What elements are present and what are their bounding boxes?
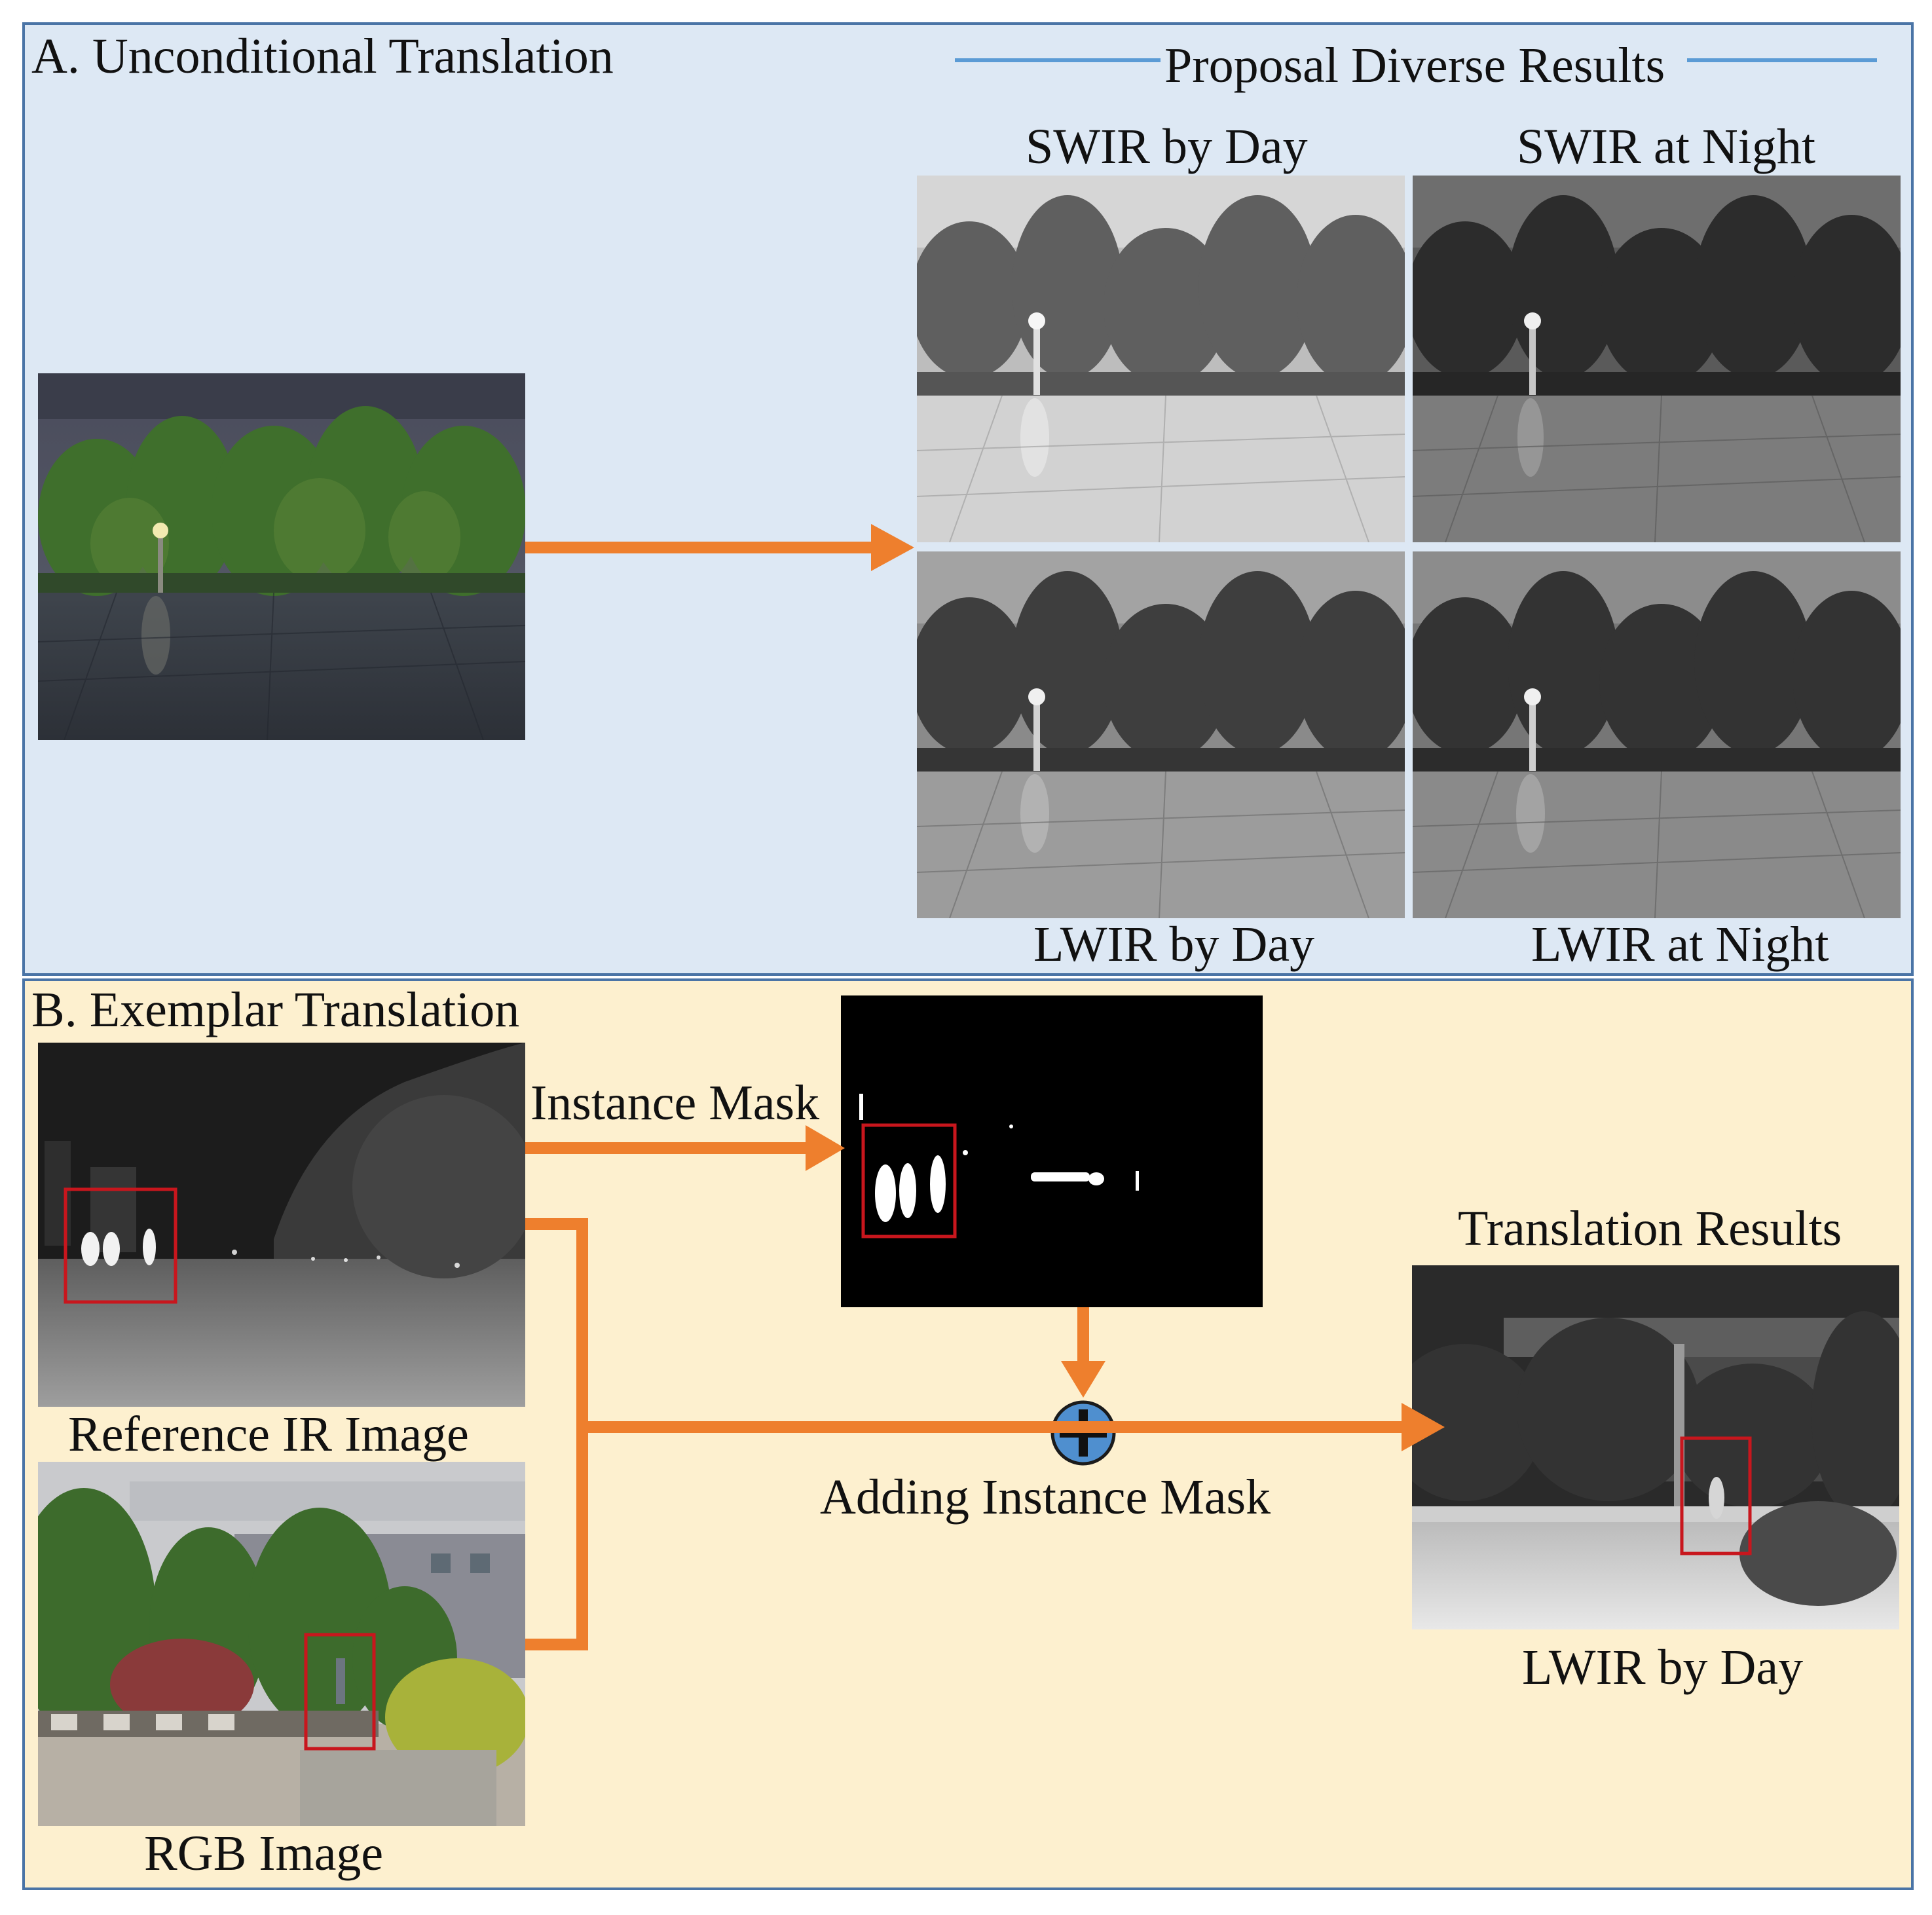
result-label-lwir-day: LWIR by Day xyxy=(1033,917,1315,972)
results-heading: Proposal Diverse Results xyxy=(1164,38,1665,93)
panel-b-title: B. Exemplar Translation xyxy=(31,982,520,1037)
result-image-lwir-night xyxy=(1413,551,1901,918)
result-image-swir-day xyxy=(917,176,1405,542)
instance-mask-image xyxy=(841,995,1263,1307)
result-label-lwir-night: LWIR at Night xyxy=(1531,917,1829,972)
result-image-swir-night xyxy=(1413,176,1901,542)
reference-ir-caption: Reference IR Image xyxy=(68,1407,469,1462)
reference-ir-image xyxy=(38,1043,525,1407)
translation-results-heading: Translation Results xyxy=(1458,1201,1842,1256)
instance-mask-label: Instance Mask xyxy=(530,1075,820,1130)
plus-icon xyxy=(1049,1399,1117,1467)
result-label-swir-night: SWIR at Night xyxy=(1517,119,1815,174)
result-image-lwir-day xyxy=(917,551,1405,918)
rgb-image xyxy=(38,1462,525,1826)
result-label-swir-day: SWIR by Day xyxy=(1026,119,1308,174)
adding-instance-mask-label: Adding Instance Mask xyxy=(820,1470,1271,1525)
rgb-caption: RGB Image xyxy=(144,1826,384,1881)
panel-a-title: A. Unconditional Translation xyxy=(31,29,614,84)
translation-result-caption: LWIR by Day xyxy=(1522,1640,1804,1695)
input-rgb-image xyxy=(38,373,525,740)
translation-result-image xyxy=(1412,1265,1899,1629)
